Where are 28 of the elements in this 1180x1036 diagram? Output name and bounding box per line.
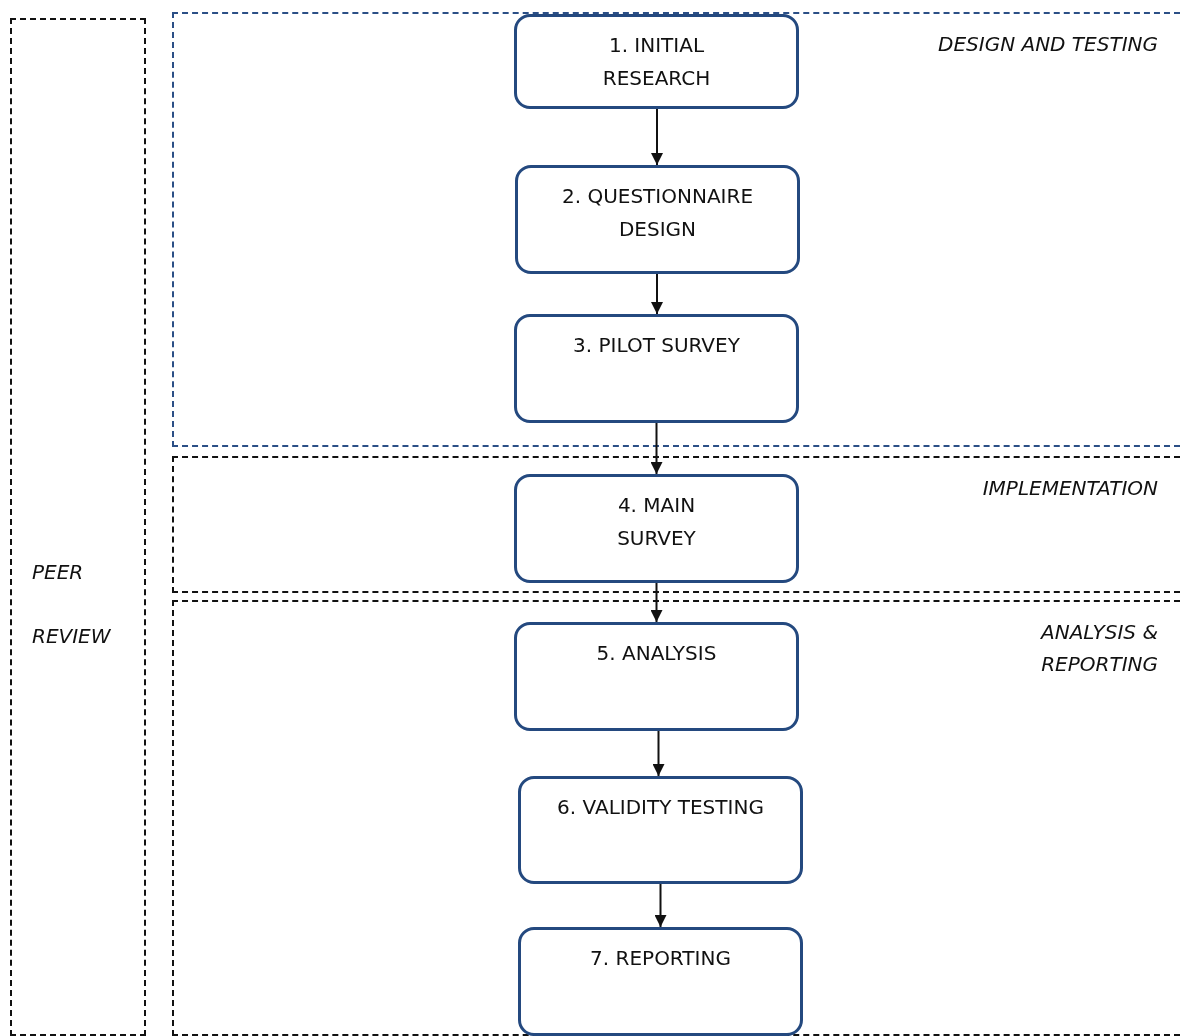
- arrow: [650, 582, 663, 623]
- process-box: [514, 474, 799, 583]
- process-box: [514, 314, 799, 423]
- step-label: 3. PILOT SURVEY: [573, 332, 740, 359]
- phase-band: [172, 456, 1180, 593]
- step-label: 6. VALIDITY TESTING: [557, 794, 764, 821]
- phase-label: DESIGN AND TESTING: [937, 31, 1158, 58]
- arrow: [650, 422, 663, 475]
- step-label: 7. REPORTING: [590, 945, 731, 972]
- phase-band: [172, 600, 1180, 1036]
- step-label: 2. QUESTIONNAIRE DESIGN: [560, 183, 754, 243]
- phase-label: IMPLEMENTATION: [981, 475, 1158, 502]
- step-label: 4. MAIN SURVEY: [616, 492, 697, 552]
- phase-band: [172, 12, 1180, 447]
- arrow: [651, 108, 663, 166]
- process-box: [518, 776, 803, 884]
- process-box: [514, 622, 799, 731]
- arrow: [651, 273, 663, 315]
- process-box: [518, 927, 803, 1036]
- process-box: [515, 165, 800, 274]
- step-label: 5. ANALYSIS: [596, 640, 717, 667]
- process-box: [514, 14, 799, 109]
- phase-label: ANALYSIS & REPORTING: [1039, 619, 1158, 678]
- phase-label: PEER REVIEW: [32, 559, 112, 650]
- arrow: [652, 730, 665, 777]
- review-band: [10, 18, 146, 1036]
- arrow: [654, 883, 667, 928]
- step-label: 1. INITIAL RESEARCH: [601, 32, 712, 92]
